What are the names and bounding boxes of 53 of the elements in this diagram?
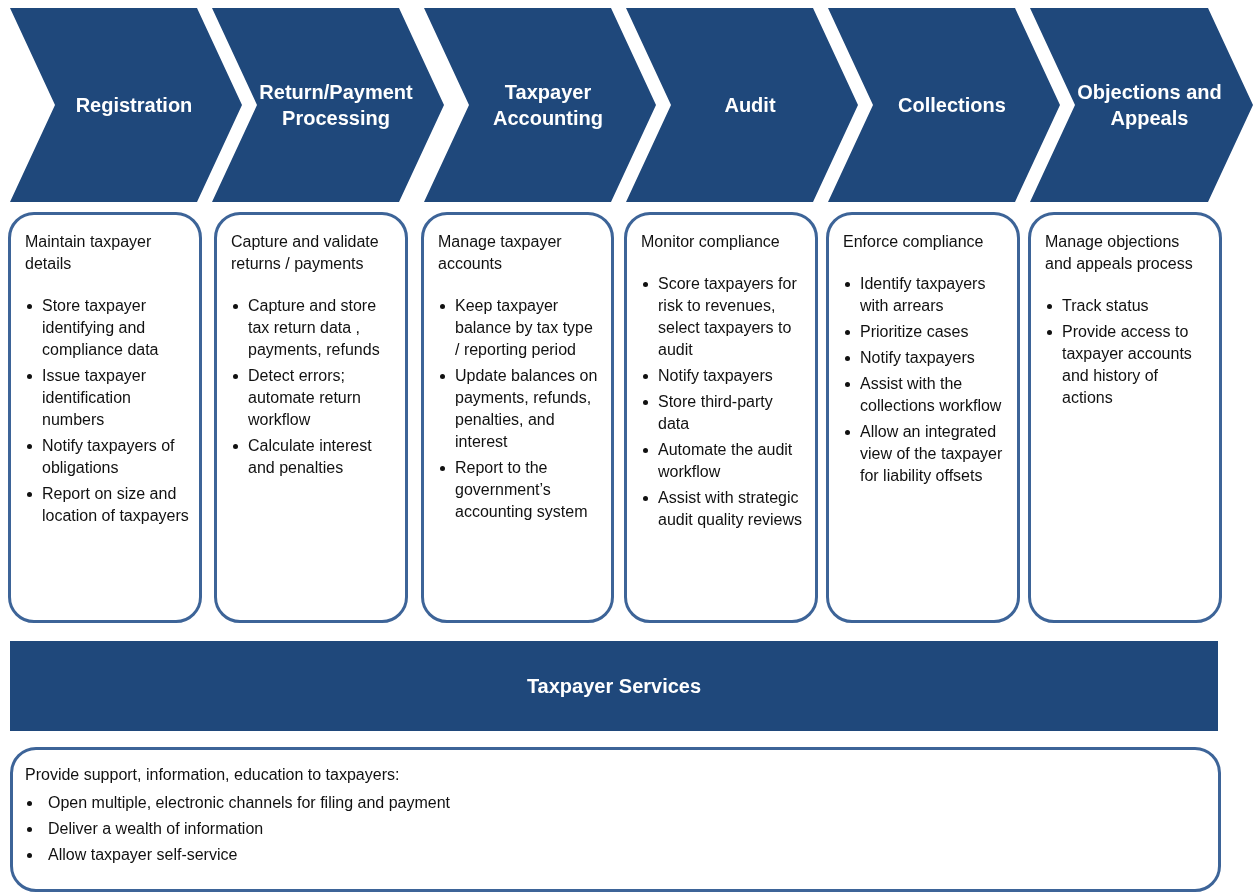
bullet-text: Notify taxpayers bbox=[658, 366, 773, 386]
box-heading: Maintain taxpayer details bbox=[25, 232, 153, 274]
bullet-text: Assist with strategic audit quality reviews bbox=[658, 488, 804, 530]
bullet-text: Store third-party data bbox=[658, 392, 774, 434]
description-box bbox=[10, 747, 1221, 892]
description-box bbox=[214, 212, 408, 623]
bullet-text: Prioritize cases bbox=[860, 322, 969, 342]
chevron-shape bbox=[828, 8, 1060, 202]
chevron-title: Objections and Appeals bbox=[1076, 80, 1223, 131]
bullet-text: Allow taxpayer self-service bbox=[48, 845, 238, 865]
bullet-text: Report to the government’s accounting system bbox=[455, 458, 589, 522]
description-box bbox=[624, 212, 818, 623]
bullet-text: Track status bbox=[1062, 296, 1149, 316]
bullet-text: Deliver a wealth of information bbox=[48, 819, 264, 839]
band-title: Taxpayer Services bbox=[526, 674, 702, 698]
description-box bbox=[826, 212, 1020, 623]
chevron-shape bbox=[10, 8, 242, 202]
bullet-text: Provide access to taxpayer accounts and history of actions bbox=[1062, 322, 1193, 408]
box-heading: Monitor compliance bbox=[641, 232, 781, 252]
section-band bbox=[10, 641, 1218, 731]
bullet-text: Calculate interest and penalties bbox=[248, 436, 373, 478]
chevron-shape bbox=[626, 8, 858, 202]
bullet-text: Detect errors; automate return workflow bbox=[248, 366, 362, 430]
bullet-text: Issue taxpayer identification numbers bbox=[42, 366, 148, 430]
chevron-shape bbox=[1030, 8, 1253, 202]
chevron-title: Return/Payment Processing bbox=[258, 80, 414, 131]
bullet-text: Capture and store tax return data , payments, refunds bbox=[248, 296, 381, 360]
bullet-text: Identify taxpayers with arrears bbox=[860, 274, 987, 316]
bullet-text: Allow an integrated view of the taxpayer for liability offsets bbox=[860, 422, 1004, 486]
bullet-text: Store taxpayer identifying and compliance data bbox=[42, 296, 160, 360]
chevron-title: Audit bbox=[723, 93, 777, 118]
bullet-text: Assist with the collections workflow bbox=[860, 374, 1003, 416]
box-heading: Manage taxpayer accounts bbox=[438, 232, 563, 274]
bullet-text: Update balances on payments, refunds, penalties, and interest bbox=[455, 366, 599, 452]
bullet-text: Score taxpayers for risk to revenues, select taxpayers to audit bbox=[658, 274, 798, 360]
chevron-title: Registration bbox=[74, 93, 194, 118]
chevron-shape bbox=[424, 8, 656, 202]
chevron-shape bbox=[212, 8, 444, 202]
description-box bbox=[1028, 212, 1222, 623]
bullet-text: Notify taxpayers bbox=[860, 348, 975, 368]
bullet-text: Keep taxpayer balance by tax type / reporting period bbox=[455, 296, 594, 360]
description-box bbox=[8, 212, 202, 623]
chevron-title: Taxpayer Accounting bbox=[492, 80, 604, 131]
bullet-text: Open multiple, electronic channels for filing and payment bbox=[48, 793, 450, 813]
box-heading: Enforce compliance bbox=[843, 232, 985, 252]
description-box bbox=[421, 212, 614, 623]
bullet-text: Report on size and location of taxpayers bbox=[42, 484, 189, 526]
box-heading: Manage objections and appeals process bbox=[1045, 232, 1194, 274]
box-heading: Capture and validate returns / payments bbox=[231, 232, 380, 274]
box-heading: Provide support, information, education to taxpayers: bbox=[25, 765, 401, 785]
bullet-text: Notify taxpayers of obligations bbox=[42, 436, 176, 478]
chevron-title: Collections bbox=[897, 93, 1007, 118]
bullet-text: Automate the audit workflow bbox=[658, 440, 794, 482]
